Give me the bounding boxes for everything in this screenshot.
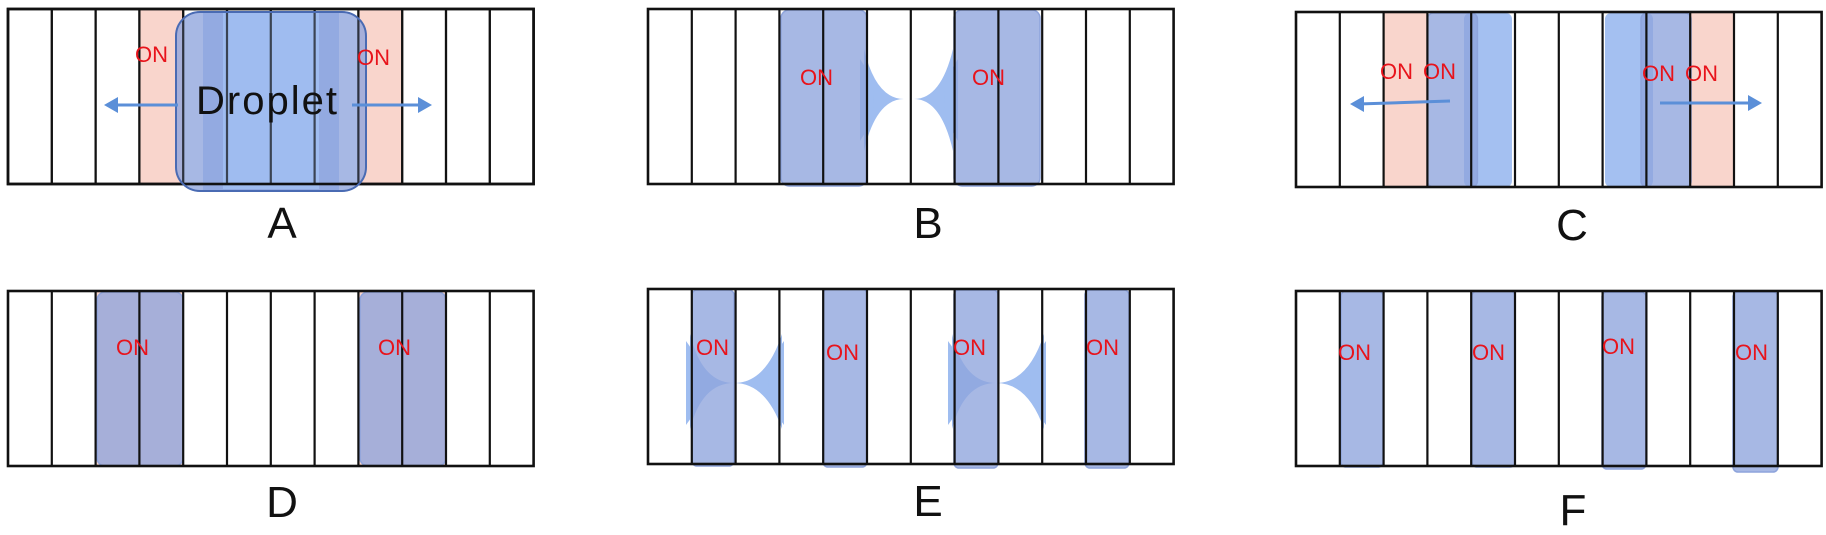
droplet-right (1640, 12, 1692, 188)
panel-f: ON ON ON ON (1294, 289, 1823, 473)
on-label-3: ON (1642, 61, 1675, 86)
on-label-3: ON (1602, 334, 1635, 359)
electrode-on-right-outer (1690, 12, 1734, 187)
droplet-3 (1601, 291, 1647, 470)
on-label-4: ON (1735, 340, 1768, 365)
panel-label-b: B (913, 199, 942, 248)
droplet-neck (864, 49, 953, 151)
droplet-1 (1340, 290, 1384, 468)
arrow-left-icon (1350, 96, 1451, 112)
on-label-left: ON (116, 335, 149, 360)
panel-e: ON ON ON ON (646, 287, 1175, 469)
droplet-1 (691, 289, 735, 467)
arrow-right-icon (1660, 95, 1762, 111)
on-label-right: ON (357, 45, 390, 70)
panel-b: ON ON (646, 7, 1175, 187)
on-label-left: ON (135, 42, 168, 67)
droplet-2 (822, 288, 868, 468)
on-label-2: ON (1472, 340, 1505, 365)
droplet-2 (1471, 290, 1516, 468)
panel-label-a: A (267, 199, 297, 248)
on-label-right: ON (378, 335, 411, 360)
on-label-1: ON (1338, 340, 1371, 365)
panel-c: ON ON ON ON (1294, 10, 1823, 189)
on-label-right: ON (972, 65, 1005, 90)
droplet-label: Droplet (196, 79, 339, 123)
on-label-3: ON (953, 335, 986, 360)
on-label-4: ON (1086, 335, 1119, 360)
droplet-4 (1732, 291, 1779, 473)
on-label-1: ON (696, 335, 729, 360)
droplet-4 (1084, 289, 1130, 469)
on-label-4: ON (1685, 61, 1718, 86)
droplet-3 (953, 289, 999, 469)
droplet-right (953, 9, 1041, 187)
panel-label-e: E (913, 477, 942, 526)
on-label-2: ON (826, 340, 859, 365)
on-label-2: ON (1423, 59, 1456, 84)
panel-label-c: C (1556, 201, 1588, 250)
arrow-right-icon (352, 97, 432, 113)
on-label-1: ON (1380, 59, 1413, 84)
panel-label-f: F (1560, 486, 1587, 535)
panel-d: ON ON (6, 289, 535, 468)
arrow-left-icon (104, 97, 178, 113)
electrode-on-left-outer (1383, 12, 1428, 187)
on-label-left: ON (800, 65, 833, 90)
panel-a: ON ON Droplet (6, 7, 535, 192)
panel-label-d: D (266, 478, 298, 527)
